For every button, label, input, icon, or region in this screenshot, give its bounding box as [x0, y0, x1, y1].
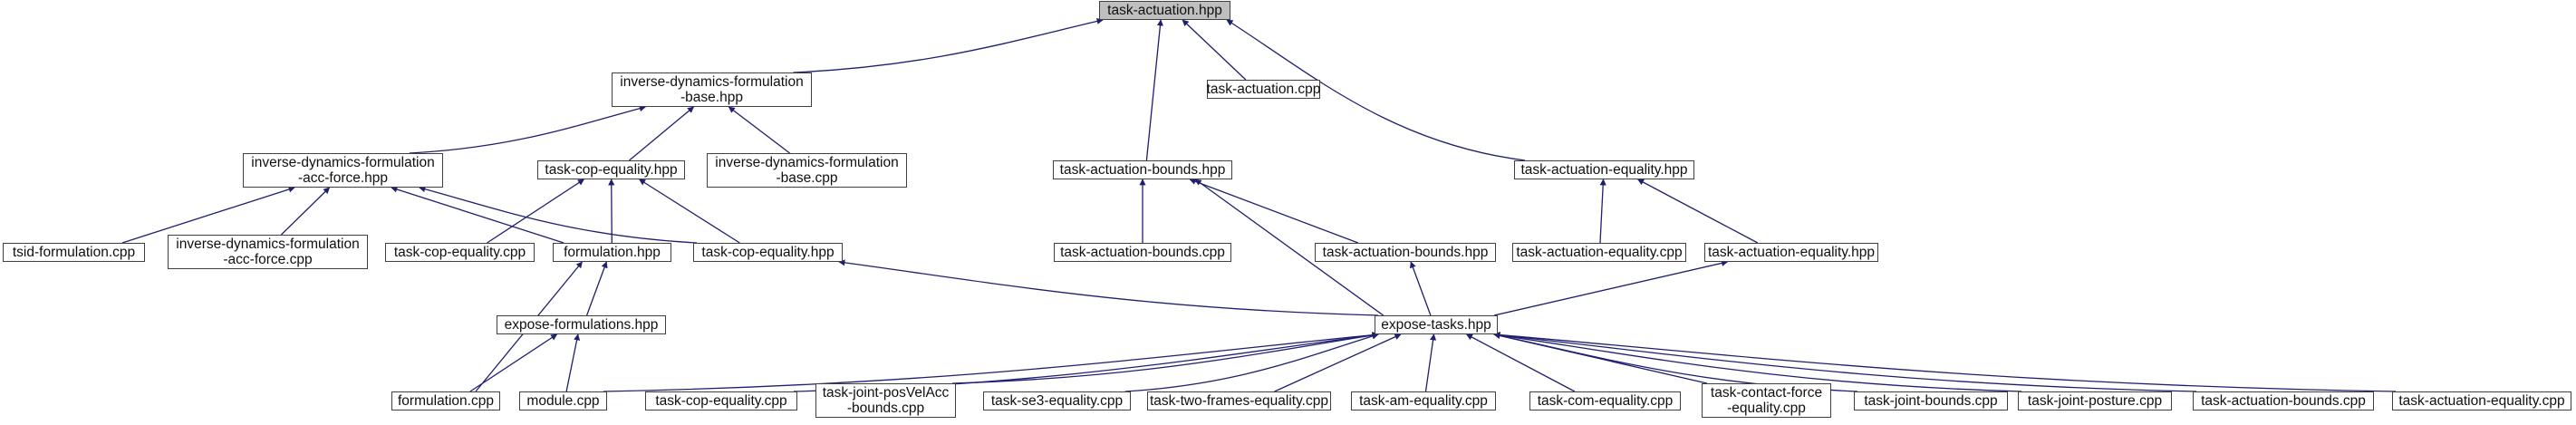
graph-node-task-actuation-equality-cpp-r4[interactable]: task-actuation-equality.cpp: [1512, 243, 1686, 262]
graph-node-task-actuation-bounds-cpp-r6[interactable]: task-actuation-bounds.cpp: [2193, 391, 2374, 411]
graph-node-task-com-equality-cpp[interactable]: task-com-equality.cpp: [1529, 391, 1681, 411]
edge-expose-tasks-hpp--to--task-actuation-bounds-hpp-r4: [1409, 261, 1432, 316]
edge-expose-tasks-hpp--to--task-actuation-equality-hpp-r4: [1493, 259, 1729, 316]
edge-idf-base-hpp--to--task-actuation-hpp: [793, 17, 1104, 73]
edge-task-am-equality-cpp--to--expose-tasks-hpp: [1424, 333, 1437, 392]
edge-task-actuation-equality-cpp-r6--to--expose-tasks-hpp: [1493, 331, 2397, 392]
edge-task-actuation-equality-cpp-r4--to--task-actuation-equality-hpp-r3: [1599, 179, 1606, 244]
edge-task-joint-posvelacc-bounds-cpp--to--expose-tasks-hpp: [951, 332, 1379, 384]
edge-idf-base-cpp--to--idf-base-hpp: [728, 106, 790, 154]
edge-task-actuation-bounds-hpp-r4--to--task-actuation-bounds-hpp-r3: [1189, 178, 1359, 244]
edges: [121, 17, 2397, 392]
graph-node-idf-acc-force-hpp[interactable]: inverse-dynamics-formulation -acc-force.…: [243, 153, 443, 188]
graph-node-expose-tasks-hpp[interactable]: expose-tasks.hpp: [1375, 315, 1498, 334]
graph-node-idf-base-cpp[interactable]: inverse-dynamics-formulation -base.cpp: [707, 153, 907, 188]
edge-expose-formulations-hpp--to--formulation-hpp: [586, 261, 608, 316]
graph-node-task-joint-posture-cpp[interactable]: task-joint-posture.cpp: [2018, 391, 2172, 411]
edge-task-two-frames-equality-cpp--to--expose-tasks-hpp: [1274, 333, 1402, 392]
graph-node-task-contact-force-equality-cpp[interactable]: task-contact-force -equality.cpp: [1702, 383, 1831, 418]
edge-module-cpp--to--expose-tasks-hpp: [603, 332, 1379, 392]
edge-task-actuation-cpp--to--task-actuation-hpp: [1182, 19, 1247, 81]
graph-node-formulation-cpp[interactable]: formulation.cpp: [391, 391, 500, 411]
edge-task-actuation-equality-hpp-r4--to--task-actuation-equality-hpp-r3: [1637, 179, 1759, 244]
edge-formulation-hpp--to--task-cop-equality-hpp-r3: [608, 179, 615, 244]
edge-formulation-cpp--to--expose-formulations-hpp: [469, 333, 558, 392]
graph-node-task-actuation-bounds-hpp-r4[interactable]: task-actuation-bounds.hpp: [1315, 243, 1496, 262]
edge-task-cop-equality-hpp-r4--to--idf-acc-force-hpp: [419, 186, 698, 244]
edge-task-contact-force-equality-cpp--to--expose-tasks-hpp: [1493, 332, 1708, 384]
graph-node-task-se3-equality-cpp[interactable]: task-se3-equality.cpp: [983, 391, 1131, 411]
graph-node-idf-base-hpp[interactable]: inverse-dynamics-formulation -base.hpp: [612, 72, 812, 107]
graph-node-task-cop-equality-hpp-r4[interactable]: task-cop-equality.hpp: [693, 243, 843, 262]
graph-node-task-actuation-bounds-cpp-r4[interactable]: task-actuation-bounds.cpp: [1054, 243, 1231, 262]
graph-node-task-joint-bounds-cpp[interactable]: task-joint-bounds.cpp: [1854, 391, 2008, 411]
graph-node-tsid-formulation-cpp[interactable]: tsid-formulation.cpp: [3, 243, 145, 262]
graph-node-module-cpp[interactable]: module.cpp: [519, 391, 607, 411]
edge-task-com-equality-cpp--to--expose-tasks-hpp: [1465, 333, 1576, 392]
graph-node-expose-formulations-hpp[interactable]: expose-formulations.hpp: [497, 315, 666, 334]
edge-task-cop-equality-cpp-r4--to--task-cop-equality-hpp-r3: [487, 179, 585, 244]
edge-task-se3-equality-cpp--to--expose-tasks-hpp: [1124, 333, 1379, 392]
edge-expose-tasks-hpp--to--task-cop-equality-hpp-r4: [838, 259, 1379, 316]
graph-node-task-actuation-equality-hpp-r4[interactable]: task-actuation-equality.hpp: [1704, 243, 1878, 262]
edge-module-cpp--to--expose-formulations-hpp: [565, 333, 581, 392]
graph-node-idf-acc-force-cpp[interactable]: inverse-dynamics-formulation -acc-force.…: [168, 235, 368, 269]
graph-node-task-actuation-bounds-hpp-r3[interactable]: task-actuation-bounds.hpp: [1053, 160, 1232, 179]
graph-node-task-cop-equality-hpp-r3[interactable]: task-cop-equality.hpp: [537, 160, 685, 179]
graph-node-task-two-frames-equality-cpp[interactable]: task-two-frames-equality.cpp: [1147, 391, 1331, 411]
graph-node-task-actuation-cpp[interactable]: task-actuation.cpp: [1206, 80, 1321, 99]
graph-node-task-actuation-equality-hpp-r3[interactable]: task-actuation-equality.hpp: [1514, 160, 1694, 179]
edge-task-cop-equality-hpp-r3--to--idf-base-hpp: [629, 106, 695, 161]
graph-node-formulation-hpp[interactable]: formulation.hpp: [553, 243, 671, 262]
edge-task-actuation-bounds-hpp-r3--to--task-actuation-hpp: [1145, 19, 1163, 161]
edge-task-cop-equality-hpp-r4--to--task-cop-equality-hpp-r3: [639, 179, 740, 244]
graph-node-task-am-equality-cpp[interactable]: task-am-equality.cpp: [1351, 391, 1496, 411]
graph-node-task-joint-posvelacc-bounds-cpp[interactable]: task-joint-posVelAcc -bounds.cpp: [815, 383, 956, 418]
edge-formulation-hpp--to--idf-acc-force-hpp: [391, 186, 564, 244]
graph-node-task-actuation-equality-cpp-r6[interactable]: task-actuation-equality.cpp: [2392, 391, 2571, 411]
graph-node-task-cop-equality-cpp-r6[interactable]: task-cop-equality.cpp: [645, 391, 797, 411]
graph-node-task-cop-equality-cpp-r4[interactable]: task-cop-equality.cpp: [385, 243, 535, 262]
edge-idf-acc-force-hpp--to--idf-base-hpp: [409, 105, 646, 154]
edge-task-actuation-bounds-cpp-r6--to--expose-tasks-hpp: [1493, 332, 2197, 392]
edge-idf-acc-force-cpp--to--idf-acc-force-hpp: [280, 187, 331, 236]
graph-node-task-actuation-hpp[interactable]: task-actuation.hpp: [1099, 1, 1230, 20]
